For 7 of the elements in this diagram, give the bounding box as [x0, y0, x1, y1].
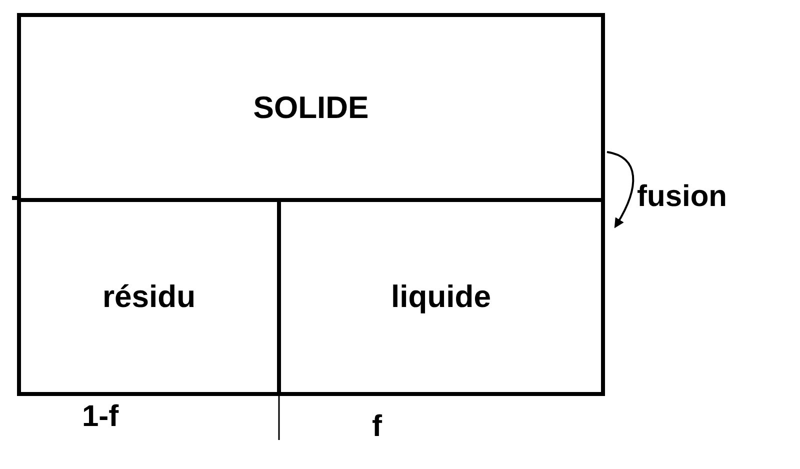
edge-label: fusion [637, 180, 727, 214]
fraction-label: 1-f [82, 400, 119, 434]
region-label: SOLIDE [253, 90, 369, 126]
curved-arrow [606, 151, 634, 228]
fraction-label: f [372, 410, 382, 444]
region-label: liquide [391, 279, 491, 315]
region-label: résidu [102, 279, 196, 315]
